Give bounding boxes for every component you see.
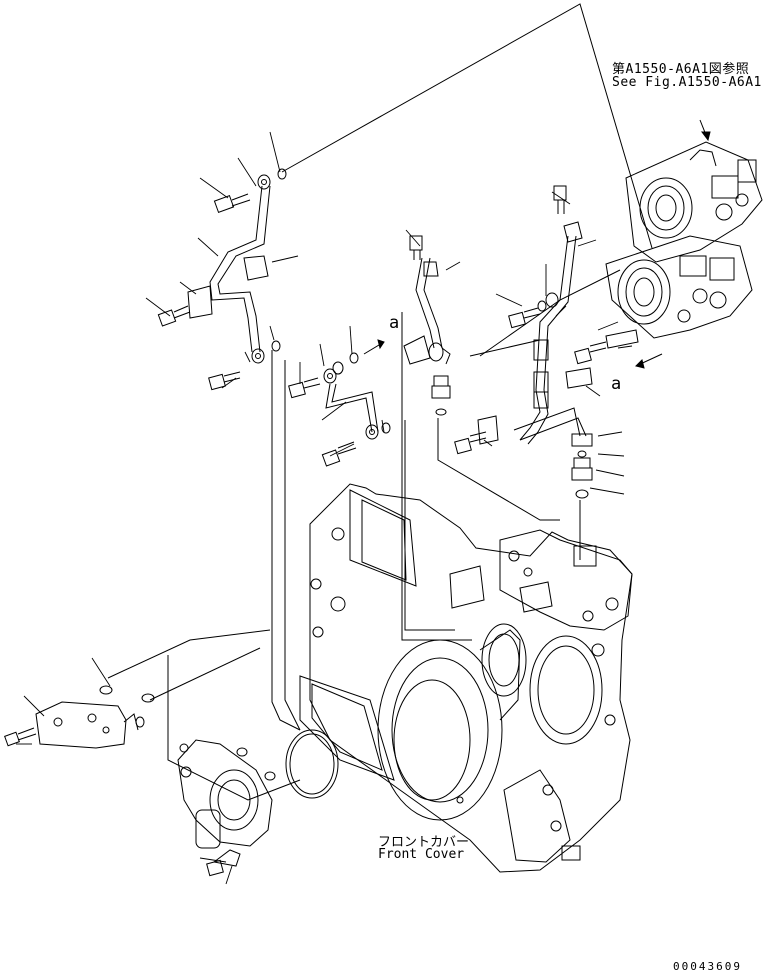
- reference-note-japanese: 第A1550-A6A1図参照: [612, 62, 750, 77]
- injection-pump-lower: [606, 236, 752, 338]
- injection-pump-upper: [626, 120, 762, 262]
- view-mark-a-1: a: [389, 313, 400, 333]
- reference-note-english: See Fig.A1550-A6A1: [612, 75, 762, 90]
- water-pump: [178, 740, 272, 876]
- callout-ticks: [16, 132, 632, 884]
- o-ring: [286, 730, 338, 798]
- fuel-pipes: [210, 186, 586, 444]
- front-cover: [300, 484, 632, 872]
- fasteners: [158, 169, 662, 498]
- front-cover-label-english: Front Cover: [378, 847, 465, 862]
- drawing-code: 00043609: [673, 960, 742, 973]
- leader-lines: [108, 4, 652, 800]
- view-mark-a-2: a: [611, 374, 622, 394]
- thermostat-housing: [5, 686, 275, 780]
- front-cover-label-japanese: フロントカバー: [378, 835, 470, 850]
